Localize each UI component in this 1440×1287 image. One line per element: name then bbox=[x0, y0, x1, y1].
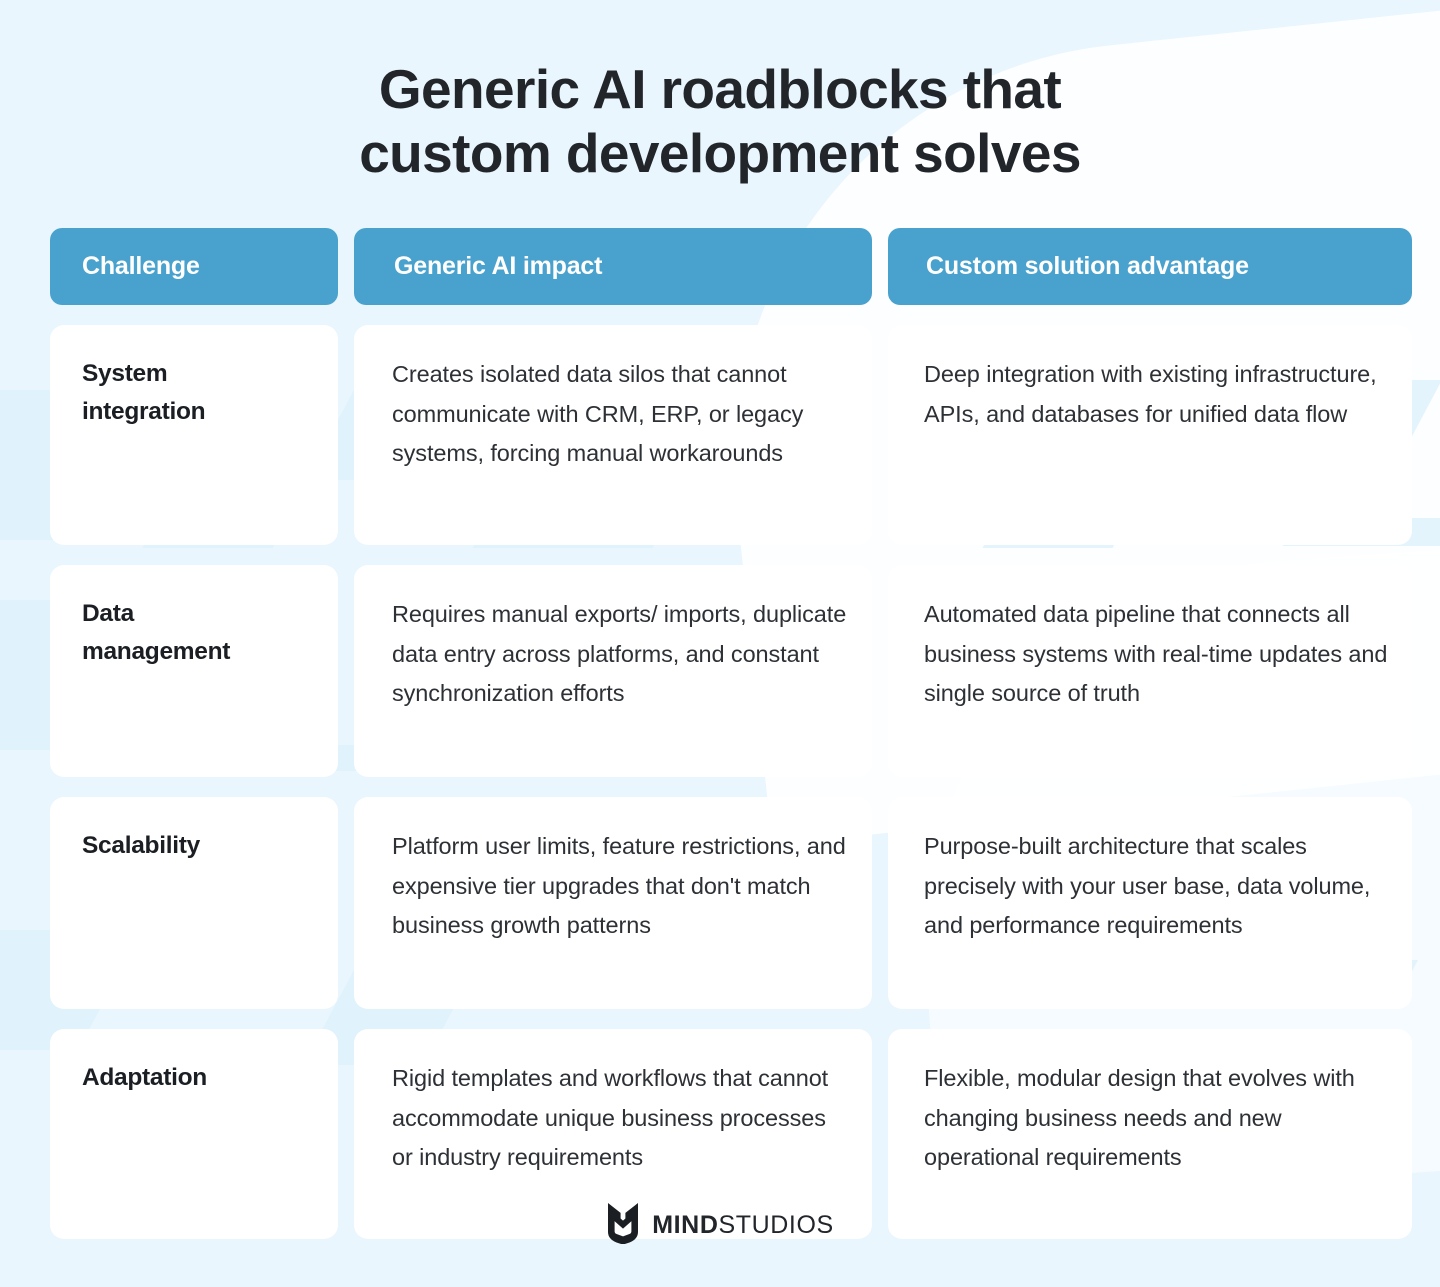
page-title: Generic AI roadblocks that custom develo… bbox=[359, 58, 1081, 184]
row-gap bbox=[50, 545, 1412, 565]
table-row: System integration bbox=[50, 324, 338, 545]
table-row: Purpose-built architecture that scales p… bbox=[888, 796, 1412, 1009]
brand-name-regular: STUDIOS bbox=[718, 1211, 834, 1239]
table-row: Platform user limits, feature restrictio… bbox=[354, 796, 872, 1009]
table-row: Requires manual exports/ imports, duplic… bbox=[354, 564, 872, 777]
comparison-table: Challenge Generic AI impact Custom solut… bbox=[50, 227, 1412, 1239]
table-header-custom-solution-advantage: Custom solution advantage bbox=[888, 227, 1412, 305]
table-row: Automated data pipeline that connects al… bbox=[888, 564, 1412, 777]
table-row: Scalability bbox=[50, 796, 338, 1009]
table-row: Creates isolated data silos that cannot … bbox=[354, 324, 872, 545]
row-gap bbox=[50, 777, 1412, 797]
row-gap bbox=[50, 305, 1412, 325]
brand-name-bold: MIND bbox=[652, 1211, 719, 1239]
table-row: Deep integration with existing infrastru… bbox=[888, 324, 1412, 545]
table-header-generic-ai-impact: Generic AI impact bbox=[354, 227, 872, 305]
table-row: Adaptation bbox=[50, 1028, 338, 1239]
mind-studios-shield-icon bbox=[606, 1202, 640, 1249]
table-header-challenge: Challenge bbox=[50, 227, 338, 305]
row-gap bbox=[50, 1009, 1412, 1029]
table-row: Data management bbox=[50, 564, 338, 777]
